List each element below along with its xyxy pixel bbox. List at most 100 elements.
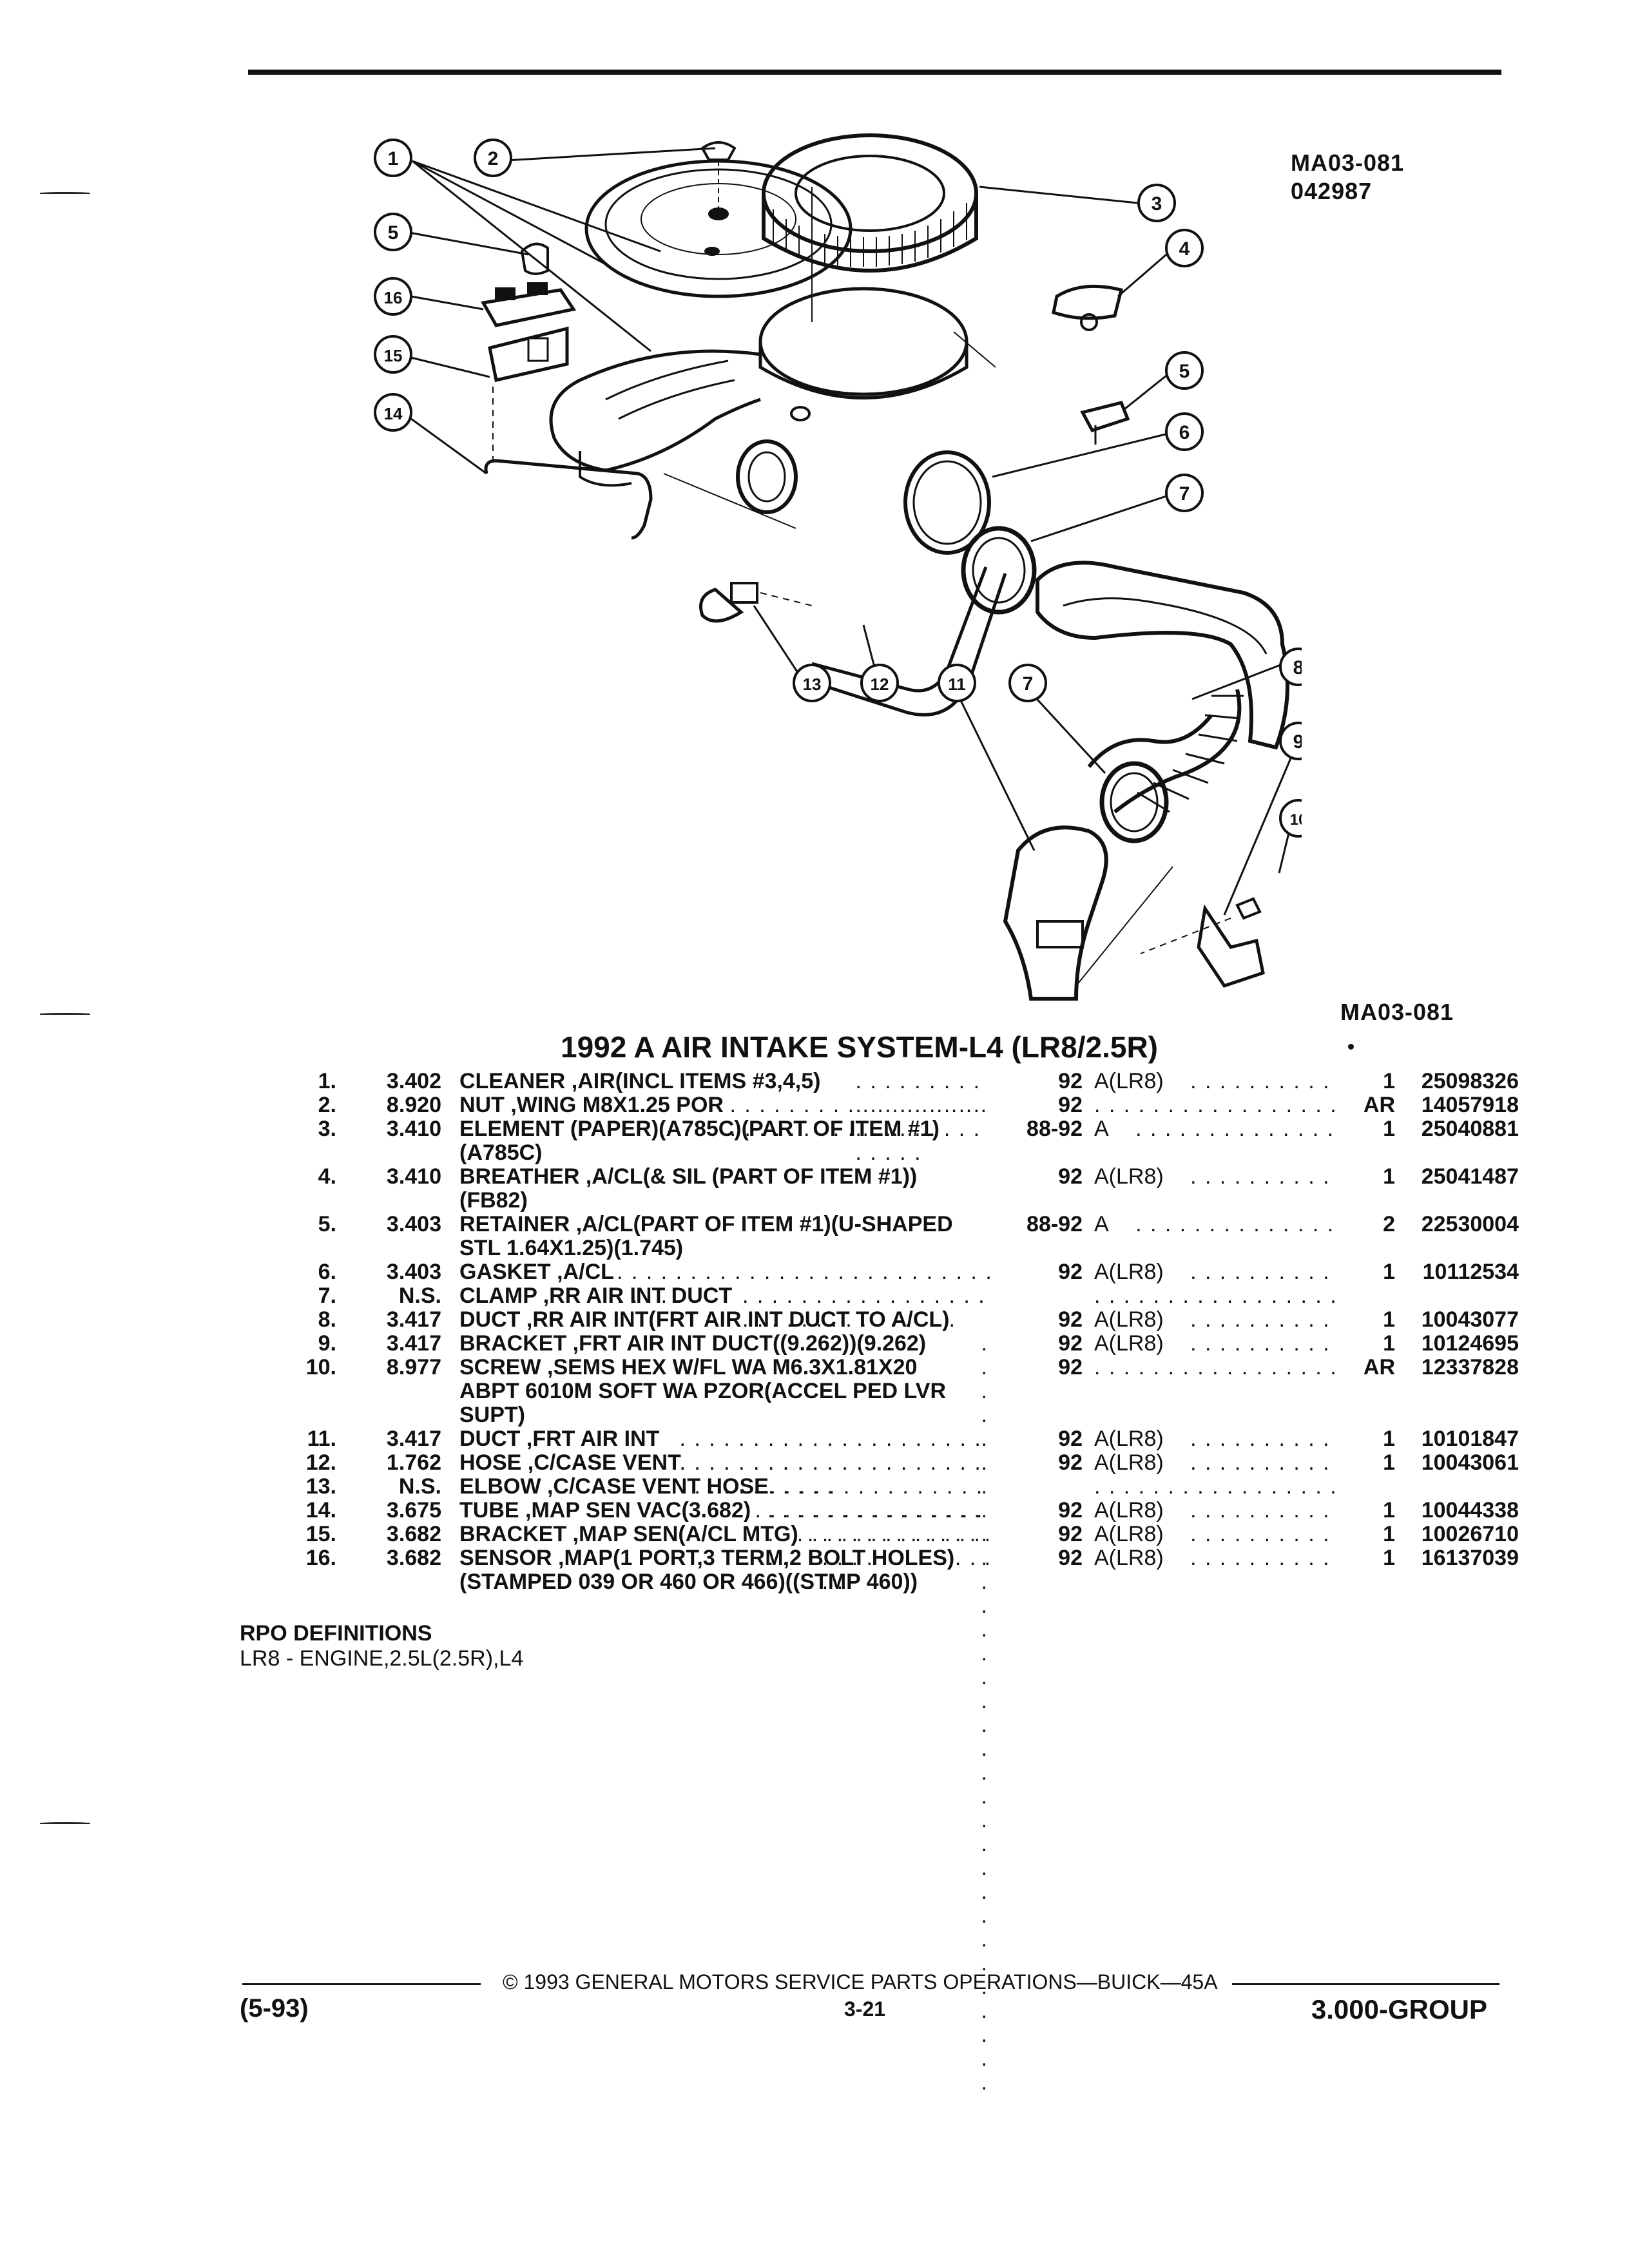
title-dot (1348, 1044, 1354, 1050)
part-rpo-text: A(LR8) (1094, 1165, 1164, 1189)
retainer (1080, 401, 1130, 433)
part-rpo-text: A(LR8) (1094, 1546, 1164, 1570)
figure-code-top: MA03-081 (1291, 149, 1405, 176)
part-rpo-code: A . . . . . . . . . . . . . . . . . . . … (1094, 1213, 1339, 1236)
part-description-line: NUT ,WING M8X1.25 POR (459, 1093, 724, 1117)
part-model-year: 92 (1058, 1093, 1083, 1117)
callout-7b: 7 (1023, 673, 1034, 695)
wing-nut (700, 141, 737, 161)
footer-date: (5-93) (240, 1994, 309, 2023)
part-model-year: 92 (1058, 1546, 1083, 1570)
part-description-line: BREATHER ,A/CL(& SIL (PART OF ITEM #1)) (459, 1164, 918, 1189)
part-number: 10112534 (1422, 1260, 1519, 1284)
part-item-number: 2. (318, 1093, 336, 1117)
part-rpo-text: A (1094, 1117, 1109, 1141)
part-rpo-code: A(LR8) . . . . . . . . . . . . . . . . .… (1094, 1260, 1339, 1284)
callout-4: 4 (1179, 238, 1190, 260)
callout-15: 15 (384, 346, 403, 365)
part-quantity: AR (1363, 1355, 1395, 1379)
part-rpo-code: . . . . . . . . . . . . . . . . . . . . … (1094, 1475, 1339, 1499)
part-group-number: 8.920 (386, 1093, 441, 1117)
part-rpo-text: A(LR8) (1094, 1070, 1164, 1093)
part-quantity: 1 (1383, 1164, 1395, 1189)
duct-bracket (1197, 904, 1265, 988)
leader-dots: . . . . . . . . . . . . . . . . . . . . … (1190, 1427, 1339, 1451)
part-item-number: 12. (305, 1450, 336, 1475)
footer-rule-right (1232, 1983, 1499, 1985)
part-row: 7.N.S.CLAMP ,RR AIR INT DUCT . . . . . .… (277, 1283, 1501, 1332)
part-description-line: (STAMPED 039 OR 460 OR 466)((STMP 460)) (459, 1570, 918, 1594)
part-rpo-text: A(LR8) (1094, 1523, 1164, 1546)
part-description-line: STL 1.64X1.25)(1.745) (459, 1236, 684, 1260)
part-model-year: 92 (1058, 1307, 1083, 1332)
part-description-line: SCREW ,SEMS HEX W/FL WA M6.3X1.81X20 (459, 1355, 918, 1379)
part-group-number: 3.410 (386, 1164, 441, 1189)
margin-mark (40, 1822, 90, 1824)
part-description-line: ABPT 6010M SOFT WA PZOR(ACCEL PED LVR (459, 1379, 947, 1403)
part-rpo-text: A(LR8) (1094, 1499, 1164, 1523)
part-group-number: 8.977 (386, 1355, 441, 1379)
margin-mark (40, 1013, 90, 1015)
callout-12: 12 (871, 675, 889, 694)
part-rpo-code: A(LR8) . . . . . . . . . . . . . . . . .… (1094, 1165, 1339, 1189)
part-description-line: ELBOW ,C/CASE VENT HOSE (459, 1474, 769, 1499)
part-quantity: 1 (1383, 1498, 1395, 1523)
part-number: 10043077 (1421, 1307, 1519, 1332)
part-description: SENSOR ,MAP(1 PORT,3 TERM,2 BOLT HOLES)(… (459, 1546, 1039, 1594)
callout-3: 3 (1152, 193, 1162, 215)
part-rpo-code: A(LR8) . . . . . . . . . . . . . . . . .… (1094, 1451, 1339, 1475)
part-description: CLAMP ,RR AIR INT DUCT . . . . . . . . .… (459, 1284, 1039, 1332)
part-description-line: DUCT ,RR AIR INT(FRT AIR INT DUCT TO A/C… (459, 1307, 950, 1332)
part-description-line: HOSE ,C/CASE VENT (459, 1450, 681, 1475)
figure-code-sub: 042987 (1291, 178, 1373, 204)
leader-dots: . . . . . . . . . . . . . . . . . . . . … (1135, 1117, 1339, 1141)
part-number: 10101847 (1421, 1427, 1519, 1451)
footer-page-number: 3-21 (844, 1997, 886, 2021)
part-model-year: 88-92 (1027, 1212, 1083, 1236)
part-description-line: SENSOR ,MAP(1 PORT,3 TERM,2 BOLT HOLES) (459, 1546, 955, 1570)
figure-code-bottom: MA03-081 (1340, 999, 1454, 1025)
part-number: 10026710 (1421, 1522, 1519, 1546)
callout-16: 16 (384, 288, 403, 307)
part-rpo-code: A(LR8) . . . . . . . . . . . . . . . . .… (1094, 1523, 1339, 1546)
part-model-year: 92 (1058, 1164, 1083, 1189)
air-cleaner-housing (758, 287, 969, 396)
part-quantity: 1 (1383, 1450, 1395, 1475)
part-item-number: 14. (305, 1498, 336, 1523)
leader-dots: . . . . . . . . . . . . . . . . . . . . … (617, 1260, 993, 1308)
part-description: BRACKET ,MAP SEN(A/CL MTG) . . . . . . .… (459, 1522, 1039, 1594)
part-description: ELEMENT (PAPER)(A785C)(PART OF ITEM #1)(… (459, 1117, 1039, 1165)
part-number: 25041487 (1421, 1164, 1519, 1189)
part-group-number: N.S. (398, 1283, 441, 1308)
part-model-year: 92 (1058, 1427, 1083, 1451)
part-description: ELBOW ,C/CASE VENT HOSE . . . . . . . . … (459, 1474, 1039, 1523)
part-description: NUT ,WING M8X1.25 POR . . . . . . . . . … (459, 1093, 1039, 1141)
part-item-number: 8. (318, 1307, 336, 1332)
part-description-line: BRACKET ,MAP SEN(A/CL MTG) (459, 1522, 798, 1546)
part-number: 10124695 (1421, 1331, 1519, 1356)
callout-9: 9 (1293, 731, 1302, 753)
part-rpo-text: A(LR8) (1094, 1451, 1164, 1475)
part-group-number: 3.675 (386, 1498, 441, 1523)
part-quantity: 1 (1383, 1522, 1395, 1546)
front-air-duct (1003, 825, 1108, 1001)
part-rpo-text: A(LR8) (1094, 1427, 1164, 1451)
rear-air-duct (1036, 561, 1289, 750)
leader-dots: . . . . . . . . . . . . . . . . . . . . … (1094, 1284, 1339, 1308)
part-rpo-code: A(LR8) . . . . . . . . . . . . . . . . .… (1094, 1332, 1339, 1356)
clamp (961, 526, 1037, 615)
part-description: RETAINER ,A/CL(PART OF ITEM #1)(U-SHAPED… (459, 1213, 1039, 1260)
part-description-line: ELEMENT (PAPER)(A785C)(PART OF ITEM #1) (459, 1117, 940, 1141)
leader-dots: . . . . . . . . . . . . . . . . . . . . … (1190, 1499, 1339, 1523)
part-quantity: 1 (1383, 1117, 1395, 1141)
callout-2: 2 (488, 148, 499, 169)
part-rpo-code: A(LR8) . . . . . . . . . . . . . . . . .… (1094, 1427, 1339, 1451)
part-row: 13.N.S.ELBOW ,C/CASE VENT HOSE . . . . .… (277, 1474, 1501, 1523)
part-description-line: RETAINER ,A/CL(PART OF ITEM #1)(U-SHAPED (459, 1212, 953, 1236)
